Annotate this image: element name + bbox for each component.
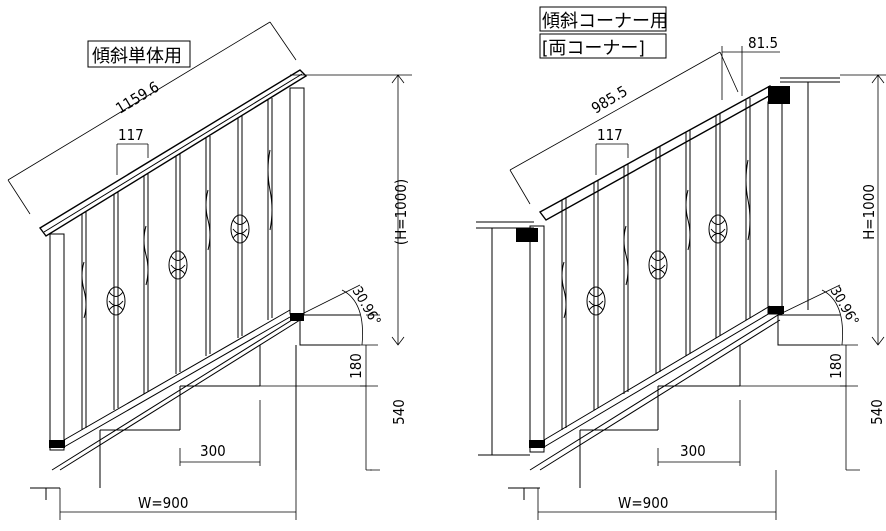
left-ornament-basket-3 <box>230 214 250 244</box>
left-height-label: (H=1000) <box>392 179 410 245</box>
right-tread-dim: 300 <box>657 400 741 466</box>
right-lower-corner-return <box>476 221 534 456</box>
left-handrail <box>38 69 308 237</box>
right-drawing: 985.5 81.5 117 傾斜コーナー用 [両コーナー] H=1000 30… <box>476 6 886 520</box>
left-ornament-twist-2 <box>143 225 149 286</box>
left-ornament-twist-4 <box>267 149 273 231</box>
right-height-dim: H=1000 <box>840 74 886 346</box>
left-ornament-basket-2 <box>168 250 188 280</box>
right-pitch-label: 117 <box>597 126 623 144</box>
right-lower-bracket <box>529 440 545 448</box>
right-riser-dims: 180 540 <box>740 344 886 471</box>
left-bottom-rail <box>63 309 291 448</box>
right-riser-label: 180 <box>827 353 845 379</box>
left-stairs <box>30 314 360 500</box>
left-ornament-twist-1 <box>81 261 87 319</box>
left-title: 傾斜単体用 <box>92 46 182 67</box>
left-ornament-basket-1 <box>106 286 126 316</box>
left-pitch-dim: 117 <box>116 126 149 175</box>
right-width-label: W=900 <box>618 494 668 512</box>
right-stairs <box>508 314 840 500</box>
right-upper-corner-joint <box>768 86 790 104</box>
right-upper-corner-return <box>780 77 840 310</box>
left-angle-label: 30.96° <box>349 284 384 329</box>
right-upper-bracket <box>768 306 784 314</box>
right-height-label: H=1000 <box>860 184 878 240</box>
right-rail-length-label: 985.5 <box>588 82 630 117</box>
left-upper-post <box>289 87 305 315</box>
right-pitch-dim: 117 <box>595 126 629 175</box>
left-pitch-label: 117 <box>118 126 144 144</box>
right-offset-label: 81.5 <box>748 34 778 52</box>
right-title-box <box>539 6 667 32</box>
left-riser-label: 180 <box>347 353 365 379</box>
left-total-rise-label: 540 <box>390 399 408 425</box>
right-lower-post <box>529 225 545 453</box>
left-lower-bracket <box>49 440 65 448</box>
left-rail-length-label: 1159.6 <box>113 78 163 118</box>
left-width-label: W=900 <box>138 494 188 512</box>
right-bottom-rail <box>543 305 771 448</box>
left-height-dim: (H=1000) <box>290 74 412 346</box>
right-ornament-twist-1 <box>561 261 567 319</box>
right-total-rise-label: 540 <box>868 399 886 425</box>
right-ornament-basket-3 <box>708 214 728 244</box>
left-ornament-twist-3 <box>205 189 211 251</box>
right-balusters <box>561 98 751 430</box>
left-width-dim: W=900 <box>59 470 297 520</box>
right-subtitle-box <box>539 33 667 59</box>
left-lower-post <box>49 233 65 451</box>
right-ornament-basket-2 <box>648 250 668 280</box>
right-width-dim: W=900 <box>537 470 777 520</box>
right-title-line1: 傾斜コーナー用 <box>542 11 668 32</box>
right-title-line2: [両コーナー] <box>542 38 645 59</box>
right-angle-label: 30.96° <box>827 284 862 329</box>
left-tread-label: 300 <box>200 442 226 460</box>
left-riser-dims: 180 540 <box>260 314 408 471</box>
left-drawing: 1159.6 117 傾斜単体用 (H=1000) 30.96° 180 540 <box>7 21 412 520</box>
right-ornament-twist-3 <box>685 189 691 251</box>
right-ornament-twist-4 <box>745 159 751 241</box>
left-balusters <box>81 98 273 430</box>
right-lower-corner-joint <box>516 228 538 242</box>
right-offset-dim: 81.5 <box>721 34 780 100</box>
right-tread-label: 300 <box>680 442 706 460</box>
right-ornament-basket-1 <box>586 286 606 316</box>
left-title-box <box>87 40 191 68</box>
left-upper-bracket <box>290 313 304 321</box>
left-tread-dim: 300 <box>179 400 261 466</box>
right-upper-post <box>767 101 783 315</box>
right-handrail <box>538 85 778 221</box>
right-ornament-twist-2 <box>623 225 629 286</box>
